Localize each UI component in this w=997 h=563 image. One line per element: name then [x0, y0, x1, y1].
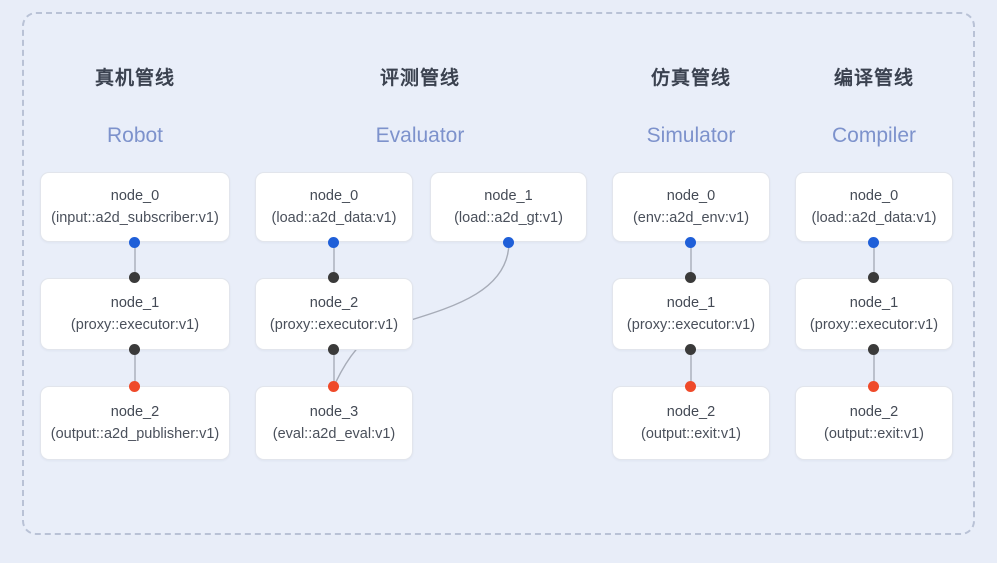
node-evaluator-1[interactable]: node_1 (load::a2d_gt:v1)	[430, 172, 587, 242]
node-simulator-1[interactable]: node_1 (proxy::executor:v1)	[612, 278, 770, 350]
column-title-robot: 真机管线	[94, 68, 175, 89]
port-evaluator-3-in	[328, 381, 339, 392]
node-evaluator-2[interactable]: node_2 (proxy::executor:v1)	[255, 278, 413, 350]
column-title-compiler: 编译管线	[833, 68, 914, 89]
node-name: node_0	[309, 187, 359, 204]
node-compiler-1[interactable]: node_1 (proxy::executor:v1)	[795, 278, 953, 350]
node-type: (output::exit:v1)	[824, 426, 924, 442]
node-type: (load::a2d_data:v1)	[811, 210, 937, 226]
port-simulator-0-out	[685, 237, 696, 248]
node-simulator-2[interactable]: node_2 (output::exit:v1)	[612, 386, 770, 460]
node-type: (output::a2d_publisher:v1)	[50, 426, 220, 442]
node-name: node_0	[666, 187, 716, 204]
node-name: node_1	[849, 294, 899, 311]
column-title-simulator: 仿真管线	[650, 68, 731, 89]
node-type: (load::a2d_gt:v1)	[454, 210, 563, 226]
node-compiler-0[interactable]: node_0 (load::a2d_data:v1)	[795, 172, 953, 242]
port-evaluator-2-out	[328, 344, 339, 355]
node-robot-0[interactable]: node_0 (input::a2d_subscriber:v1)	[40, 172, 230, 242]
port-compiler-1-out	[868, 344, 879, 355]
port-evaluator-1-out	[503, 237, 514, 248]
port-compiler-0-out	[868, 237, 879, 248]
node-evaluator-3[interactable]: node_3 (eval::a2d_eval:v1)	[255, 386, 413, 460]
port-simulator-1-out	[685, 344, 696, 355]
node-name: node_2	[110, 403, 160, 420]
port-simulator-2-in	[685, 381, 696, 392]
node-type: (proxy::executor:v1)	[809, 317, 939, 333]
column-title-evaluator: 评测管线	[379, 68, 460, 89]
node-type: (input::a2d_subscriber:v1)	[51, 210, 219, 226]
node-name: node_1	[484, 187, 533, 204]
node-type: (output::exit:v1)	[641, 426, 741, 442]
node-evaluator-0[interactable]: node_0 (load::a2d_data:v1)	[255, 172, 413, 242]
column-subtitle-compiler: Compiler	[831, 124, 917, 147]
port-evaluator-0-out	[328, 237, 339, 248]
node-name: node_1	[110, 294, 160, 311]
port-robot-1-out	[129, 344, 140, 355]
port-simulator-1-in	[685, 272, 696, 283]
node-type: (proxy::executor:v1)	[626, 317, 756, 333]
column-subtitle-simulator: Simulator	[646, 124, 736, 147]
port-robot-2-in	[129, 381, 140, 392]
column-subtitle-evaluator: Evaluator	[375, 124, 465, 147]
node-type: (proxy::executor:v1)	[70, 317, 200, 333]
node-name: node_3	[309, 403, 359, 420]
node-type: (load::a2d_data:v1)	[271, 210, 397, 226]
node-simulator-0[interactable]: node_0 (env::a2d_env:v1)	[612, 172, 770, 242]
node-type: (eval::a2d_eval:v1)	[272, 426, 396, 442]
node-type: (env::a2d_env:v1)	[632, 210, 750, 226]
port-robot-0-out	[129, 237, 140, 248]
node-compiler-2[interactable]: node_2 (output::exit:v1)	[795, 386, 953, 460]
node-robot-2[interactable]: node_2 (output::a2d_publisher:v1)	[40, 386, 230, 460]
column-subtitle-robot: Robot	[106, 124, 164, 147]
node-name: node_2	[849, 403, 899, 420]
port-compiler-1-in	[868, 272, 879, 283]
port-robot-1-in	[129, 272, 140, 283]
port-compiler-2-in	[868, 381, 879, 392]
node-name: node_0	[110, 187, 160, 204]
node-name: node_2	[309, 294, 359, 311]
node-name: node_0	[849, 187, 899, 204]
node-robot-1[interactable]: node_1 (proxy::executor:v1)	[40, 278, 230, 350]
port-evaluator-2-in	[328, 272, 339, 283]
node-name: node_2	[666, 403, 716, 420]
node-name: node_1	[666, 294, 716, 311]
node-type: (proxy::executor:v1)	[269, 317, 399, 333]
